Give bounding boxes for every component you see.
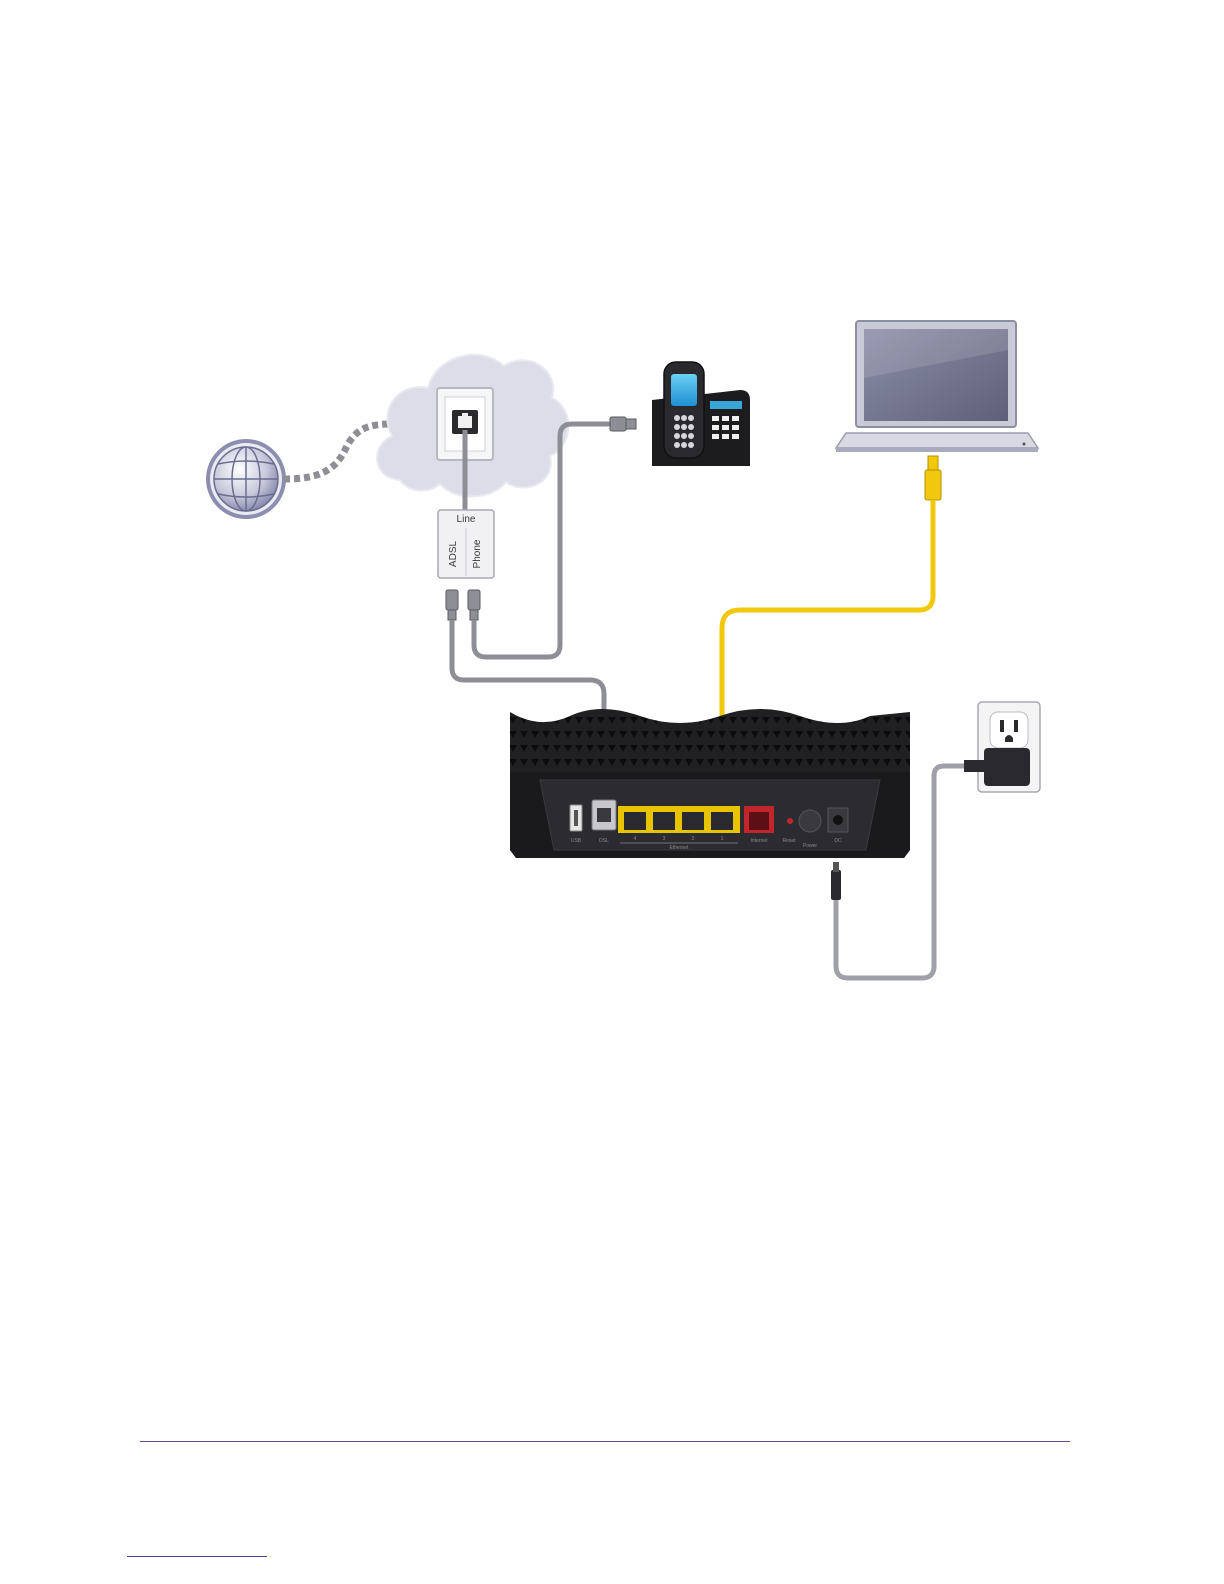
port-label-dsl: DSL (599, 838, 609, 844)
ethernet-cable (722, 500, 933, 738)
port-label-dc: DC (834, 838, 842, 844)
phone-plug (610, 417, 636, 431)
splitter-plugs (446, 590, 480, 620)
footer-rule (140, 1441, 1070, 1442)
port-label-4: 4 (634, 836, 637, 842)
internet-dashed-line (284, 424, 388, 479)
cordless-phone-icon (652, 362, 750, 466)
reset-button (787, 818, 793, 824)
port-label-internet: Internet (751, 838, 769, 844)
splitter-phone-label: Phone (472, 539, 483, 568)
splitter-adsl-label: ADSL (448, 541, 459, 568)
port-label-2: 2 (692, 836, 695, 842)
power-outlet-icon (964, 702, 1040, 792)
port-label-usb: USB (571, 838, 582, 844)
port-label-reset: Reset (782, 838, 796, 844)
port-label-power: Power (803, 843, 818, 849)
port-label-ethernet: Ethernet (670, 845, 690, 851)
splitter-line-label: Line (457, 514, 476, 525)
laptop-ethernet-plug (925, 456, 941, 500)
footer-link-underline (127, 1556, 267, 1557)
power-plug (831, 862, 841, 900)
globe-icon (206, 439, 286, 519)
port-label-3: 3 (663, 836, 666, 842)
adsl-splitter: Line ADSL Phone (438, 510, 494, 578)
port-label-1: 1 (721, 836, 724, 842)
laptop-icon (836, 321, 1038, 452)
power-button (799, 810, 821, 832)
router-icon: USB DSL 4 3 2 1 Ethernet Internet Reset … (510, 709, 910, 858)
